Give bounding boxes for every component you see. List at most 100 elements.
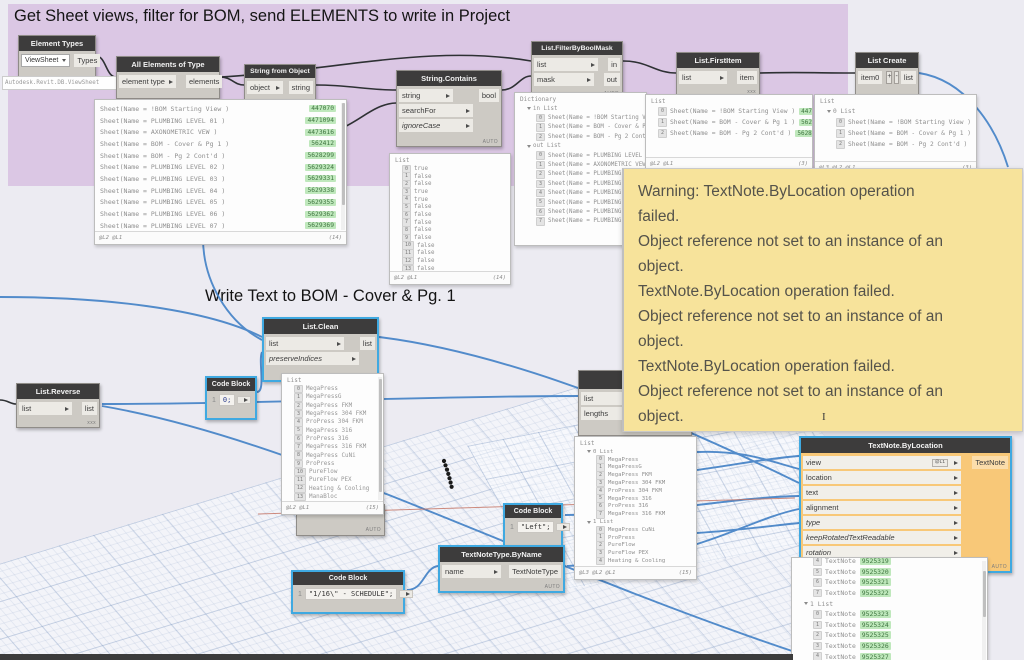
scrollbar[interactable]: [341, 103, 345, 230]
code-output-port[interactable]: [399, 590, 414, 598]
node-title[interactable]: Element Types: [19, 36, 95, 51]
list-row: 6 ProPress 316: [287, 434, 379, 444]
lacing-label[interactable]: xxx: [747, 89, 756, 95]
textnote-bylocation-node[interactable]: TextNote.ByLocation view @L1 TextNote lo…: [799, 436, 1012, 573]
textnotetype-byname-node[interactable]: TextNoteType.ByName name TextNoteType AU…: [438, 545, 565, 593]
scrollbar[interactable]: [378, 377, 382, 500]
list-row: 7 MegaPress 316 FKM: [580, 510, 692, 519]
output-port-list[interactable]: list: [359, 337, 375, 350]
warning-line: failed.: [638, 208, 680, 225]
list-row: Sheet(Name = PLUMBING LEVEL 04 )5629338: [100, 186, 336, 195]
output-port-textnote[interactable]: TextNote: [972, 456, 1008, 469]
node-title[interactable]: Code Block: [505, 505, 561, 518]
input-port-object[interactable]: object: [247, 81, 283, 94]
input-port-list[interactable]: list: [266, 337, 344, 350]
all-elements-of-type-node[interactable]: All Elements of Type element type elemen…: [116, 56, 223, 99]
sheets-preview-bubble: Sheet(Name = !BOM Starting View )447070 …: [94, 99, 347, 245]
code-text[interactable]: "Left";: [516, 521, 555, 533]
output-port-bool[interactable]: bool: [478, 89, 499, 102]
output-port-list[interactable]: list: [900, 71, 916, 84]
list-row: 0 Sheet(Name = !BOM Starting Vie: [520, 113, 646, 123]
output-port-types[interactable]: Types: [74, 54, 101, 67]
input-port-name[interactable]: name: [442, 565, 502, 578]
code-text[interactable]: "1/16\" - SCHEDULE";: [304, 588, 398, 600]
port-pin-icon: [719, 75, 724, 80]
lacing-label[interactable]: xxx: [87, 420, 96, 426]
input-port-text[interactable]: text: [803, 486, 961, 499]
list-row: Sheet(Name = BOM - Cover & Pg 1 )562412: [100, 139, 336, 148]
input-port-location[interactable]: location: [803, 471, 961, 484]
list-levels[interactable]: @L2 @L1: [99, 235, 123, 241]
node-title[interactable]: List.FirstItem: [677, 53, 759, 68]
port-pin-icon: [954, 490, 958, 495]
list-row: 6 false: [395, 210, 506, 220]
add-input-button[interactable]: +: [886, 71, 893, 84]
input-port-view[interactable]: view @L1: [803, 456, 961, 469]
input-port-ignorecase[interactable]: ignoreCase: [399, 119, 473, 132]
warning-line: Object reference not set to an instance …: [638, 308, 944, 325]
list-levels[interactable]: @L2 @L1: [286, 505, 310, 511]
list-row: 4 Heating & Cooling: [580, 556, 692, 566]
input-port-list[interactable]: list: [534, 58, 599, 71]
code-block-left-node[interactable]: Code Block 1 "Left";: [503, 503, 571, 547]
list-reverse-node[interactable]: List.Reverse list list xxx: [16, 383, 100, 428]
input-port-item0[interactable]: item0: [858, 71, 883, 84]
scrollbar[interactable]: [982, 561, 986, 660]
input-port-keeprotatedtextreadable[interactable]: keepRotatedTextReadable: [803, 531, 961, 544]
list-filterbyboolmask-node[interactable]: List.FilterByBoolMask list in mask out A…: [531, 41, 623, 99]
level-chip[interactable]: @L1: [931, 458, 948, 467]
list-create-node[interactable]: List Create item0 + - list: [855, 52, 919, 96]
node-title[interactable]: List.Reverse: [17, 384, 99, 399]
input-port-type[interactable]: type: [803, 516, 961, 529]
output-port-item[interactable]: item: [736, 71, 757, 84]
input-port-rotation[interactable]: rotation: [803, 546, 961, 559]
list-row: 0 true: [395, 164, 506, 174]
lacing-label[interactable]: AUTO: [544, 584, 560, 590]
node-title[interactable]: List Create: [856, 53, 918, 68]
input-port-searchfor[interactable]: searchFor: [399, 104, 473, 117]
node-title[interactable]: TextNote.ByLocation: [801, 438, 1010, 453]
node-title[interactable]: Code Block: [207, 378, 255, 391]
input-port-string[interactable]: string: [399, 89, 453, 102]
input-port-list[interactable]: list: [19, 402, 72, 415]
list-levels[interactable]: @L2 @L1: [650, 161, 674, 167]
output-port-in[interactable]: in: [608, 58, 620, 71]
output-port-string[interactable]: string: [288, 81, 313, 94]
node-title[interactable]: TextNoteType.ByName: [440, 547, 563, 562]
element-types-node[interactable]: Element Types ViewSheet Types: [18, 35, 101, 77]
output-port-out[interactable]: out: [603, 73, 620, 86]
element-types-dropdown[interactable]: ViewSheet: [21, 54, 71, 67]
list-row: 0 MegaPress: [287, 384, 379, 394]
node-title[interactable]: All Elements of Type: [117, 57, 219, 72]
code-output-port[interactable]: [237, 396, 252, 404]
code-text[interactable]: 0;: [218, 394, 236, 406]
output-port-textnotetype[interactable]: TextNoteType: [509, 565, 561, 578]
output-port-list[interactable]: list: [81, 402, 97, 415]
code-output-port[interactable]: [556, 523, 571, 531]
node-title[interactable]: String from Object: [245, 65, 315, 78]
remove-input-button[interactable]: -: [894, 71, 899, 84]
node-title[interactable]: Code Block: [293, 572, 403, 585]
string-contains-node[interactable]: String.Contains string bool searchFor ig…: [396, 70, 502, 147]
output-port-elements[interactable]: elements: [185, 75, 223, 88]
input-port-element-type[interactable]: element type: [119, 75, 176, 88]
lacing-label[interactable]: AUTO: [482, 139, 498, 145]
input-port-preserveindices[interactable]: preserveIndices: [266, 352, 359, 365]
node-title[interactable]: List.FilterByBoolMask: [532, 42, 622, 55]
node-title[interactable]: String.Contains: [397, 71, 501, 86]
list-levels[interactable]: @L3 @L2 @L1: [579, 570, 616, 576]
list-firstitem-node[interactable]: List.FirstItem list item xxx: [676, 52, 760, 97]
lacing-label[interactable]: AUTO: [991, 564, 1007, 570]
input-port-alignment[interactable]: alignment: [803, 501, 961, 514]
code-block-zero-node[interactable]: Code Block 1 0;: [205, 376, 257, 420]
list-levels[interactable]: @L2 @L1: [394, 275, 418, 281]
node-title[interactable]: List.Clean: [264, 319, 377, 334]
input-port-mask[interactable]: mask: [534, 73, 594, 86]
code-block-schedule-node[interactable]: Code Block 1 "1/16\" - SCHEDULE";: [291, 570, 414, 614]
input-port-list[interactable]: list: [679, 71, 727, 84]
